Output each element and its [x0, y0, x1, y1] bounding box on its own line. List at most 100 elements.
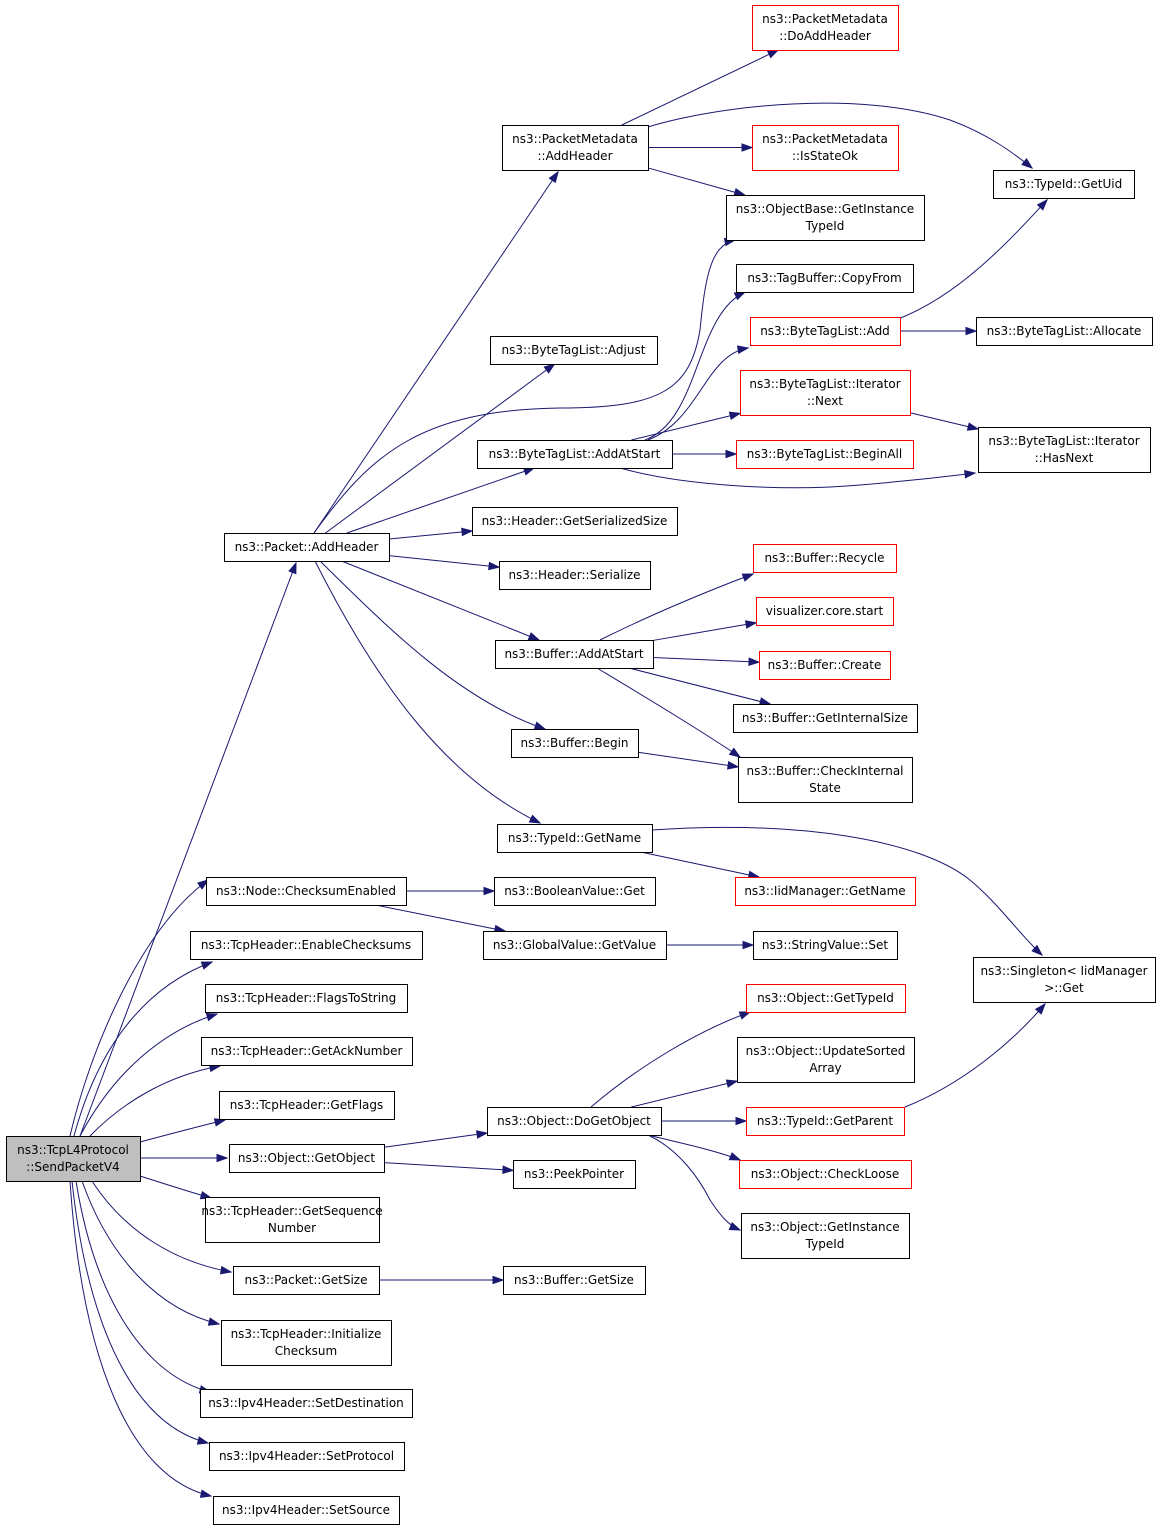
- edge-object-dogetobject-to-object-updatesortedarray: [631, 1079, 739, 1108]
- node-buffer-recycle[interactable]: ns3::Buffer::Recycle: [753, 544, 897, 573]
- node-label: ns3::Header::GetSerializedSize: [482, 514, 668, 528]
- node-box: [753, 931, 898, 960]
- node-header-serialize[interactable]: ns3::Header::Serialize: [499, 561, 651, 590]
- node-btl-beginall[interactable]: ns3::ByteTagList::BeginAll: [736, 440, 914, 469]
- node-btl-allocate[interactable]: ns3::ByteTagList::Allocate: [976, 317, 1153, 346]
- edge-object-dogetobject-to-object-getinstancetypeid: [647, 1134, 742, 1231]
- node-object-getobject[interactable]: ns3::Object::GetObject: [229, 1144, 385, 1173]
- node-node-checksumenabled[interactable]: ns3::Node::ChecksumEnabled: [206, 877, 407, 906]
- node-typeid-getname[interactable]: ns3::TypeId::GetName: [497, 824, 653, 853]
- node-object-dogetobject[interactable]: ns3::Object::DoGetObject: [487, 1107, 662, 1136]
- node-label: ns3::Packet::GetSize: [245, 1273, 368, 1287]
- edge-root-to-node-checksumenabled: [69, 879, 210, 1137]
- node-buffer-create[interactable]: ns3::Buffer::Create: [759, 651, 891, 680]
- node-visualizer-core-start[interactable]: visualizer.core.start: [756, 597, 894, 626]
- node-btl-iterator-hasnext[interactable]: ns3::ByteTagList::Iterator::HasNext: [978, 427, 1151, 473]
- node-peekpointer[interactable]: ns3::PeekPointer: [513, 1160, 636, 1189]
- node-ipv4-setsource[interactable]: ns3::Ipv4Header::SetSource: [213, 1496, 400, 1525]
- edges-layer: [69, 49, 1049, 1498]
- node-tcp-getflags[interactable]: ns3::TcpHeader::GetFlags: [219, 1091, 395, 1120]
- node-pm-isstateok[interactable]: ns3::PacketMetadata::IsStateOk: [752, 125, 899, 171]
- node-box: [219, 1091, 395, 1120]
- node-object-checkloose[interactable]: ns3::Object::CheckLoose: [739, 1160, 912, 1189]
- node-label: ns3::Buffer::CheckInternal: [746, 764, 903, 778]
- edge-packet-addheader-to-typeid-getname: [314, 560, 542, 824]
- node-box: [477, 440, 673, 469]
- node-label: ns3::GlobalValue::GetValue: [493, 938, 656, 952]
- node-object-gettypeid[interactable]: ns3::Object::GetTypeId: [746, 984, 906, 1013]
- node-box: [733, 704, 918, 733]
- node-ipv4-setprotocol[interactable]: ns3::Ipv4Header::SetProtocol: [209, 1442, 405, 1471]
- node-box: [752, 5, 899, 51]
- node-pm-doaddheader[interactable]: ns3::PacketMetadata::DoAddHeader: [752, 5, 899, 51]
- node-btl-addatstart[interactable]: ns3::ByteTagList::AddAtStart: [477, 440, 673, 469]
- node-tcp-getacknumber[interactable]: ns3::TcpHeader::GetAckNumber: [201, 1037, 413, 1066]
- node-box: [206, 877, 407, 906]
- node-box: [752, 125, 899, 171]
- node-label: ns3::TcpHeader::GetFlags: [230, 1098, 384, 1112]
- node-header-getserializedsize[interactable]: ns3::Header::GetSerializedSize: [472, 507, 678, 536]
- node-tcp-flagstostring[interactable]: ns3::TcpHeader::FlagsToString: [205, 984, 408, 1013]
- node-buffer-getsize[interactable]: ns3::Buffer::GetSize: [503, 1266, 646, 1295]
- node-box: [201, 1037, 413, 1066]
- node-btl-adjust[interactable]: ns3::ByteTagList::Adjust: [490, 336, 658, 365]
- node-label: ns3::Object::UpdateSorted: [746, 1044, 906, 1058]
- node-label: ns3::TcpHeader::FlagsToString: [216, 991, 397, 1005]
- edge-root-to-tcp-getacknumber: [89, 1063, 222, 1137]
- node-label: ::AddHeader: [537, 149, 612, 163]
- edge-packet-addheader-to-header-serialize: [388, 555, 501, 571]
- edge-root-to-tcp-getflags: [139, 1118, 227, 1143]
- edge-packet-addheader-to-pm-addheader: [313, 170, 559, 534]
- node-label: ns3::Singleton< IidManager: [980, 964, 1147, 978]
- node-buffer-addatstart[interactable]: ns3::Buffer::AddAtStart: [495, 640, 654, 669]
- edge-root-to-tcp-flagstostring: [79, 1012, 219, 1137]
- edge-packet-getsize-to-buffer-getsize: [379, 1275, 505, 1285]
- node-iidmanager-getname[interactable]: ns3::IidManager::GetName: [735, 877, 916, 906]
- node-box: [490, 336, 658, 365]
- node-root[interactable]: ns3::TcpL4Protocol::SendPacketV4: [6, 1136, 141, 1182]
- node-label: ::DoAddHeader: [779, 29, 871, 43]
- edge-node-checksumenabled-to-booleanvalue-get: [406, 886, 496, 896]
- node-box: [739, 1160, 912, 1189]
- node-singleton-iidmanager-get[interactable]: ns3::Singleton< IidManager>::Get: [973, 957, 1156, 1003]
- node-typeid-getparent[interactable]: ns3::TypeId::GetParent: [746, 1107, 905, 1136]
- node-label: ns3::Buffer::AddAtStart: [504, 647, 643, 661]
- node-packet-getsize[interactable]: ns3::Packet::GetSize: [233, 1266, 380, 1295]
- node-box: [205, 984, 408, 1013]
- node-box: [503, 1266, 646, 1295]
- edge-root-to-object-getobject: [140, 1153, 229, 1163]
- node-packet-addheader[interactable]: ns3::Packet::AddHeader: [224, 533, 390, 562]
- node-globalvalue-getvalue[interactable]: ns3::GlobalValue::GetValue: [483, 931, 667, 960]
- node-box: [495, 640, 654, 669]
- node-tcp-enablechecksums[interactable]: ns3::TcpHeader::EnableChecksums: [190, 931, 423, 960]
- node-label: ns3::Object::DoGetObject: [497, 1114, 651, 1128]
- node-typeid-getuid[interactable]: ns3::TypeId::GetUid: [993, 170, 1135, 199]
- node-tagbuffer-copyfrom[interactable]: ns3::TagBuffer::CopyFrom: [736, 264, 914, 293]
- node-box: [229, 1144, 385, 1173]
- node-buffer-begin[interactable]: ns3::Buffer::Begin: [511, 729, 639, 758]
- node-btl-iterator-next[interactable]: ns3::ByteTagList::Iterator::Next: [740, 370, 911, 416]
- node-ipv4-setdestination[interactable]: ns3::Ipv4Header::SetDestination: [200, 1389, 413, 1418]
- edge-root-to-tcp-enablechecksums: [73, 961, 214, 1137]
- node-buffer-getinternalsize[interactable]: ns3::Buffer::GetInternalSize: [733, 704, 918, 733]
- node-box: [753, 544, 897, 573]
- node-stringvalue-set[interactable]: ns3::StringValue::Set: [753, 931, 898, 960]
- node-label: TypeId: [805, 219, 845, 233]
- node-label: ns3::ByteTagList::AddAtStart: [489, 447, 661, 461]
- node-label: ns3::TypeId::GetParent: [757, 1114, 893, 1128]
- edge-btl-addatstart-to-btl-add: [647, 345, 750, 441]
- node-btl-add[interactable]: ns3::ByteTagList::Add: [750, 317, 901, 346]
- node-box: [6, 1136, 141, 1182]
- edge-node-checksumenabled-to-globalvalue-getvalue: [375, 904, 507, 934]
- node-label: ns3::ByteTagList::BeginAll: [747, 447, 902, 461]
- node-pm-addheader[interactable]: ns3::PacketMetadata::AddHeader: [502, 125, 649, 171]
- edge-buffer-addatstart-to-buffer-checkinternalstate: [596, 667, 742, 758]
- node-booleanvalue-get[interactable]: ns3::BooleanValue::Get: [494, 877, 656, 906]
